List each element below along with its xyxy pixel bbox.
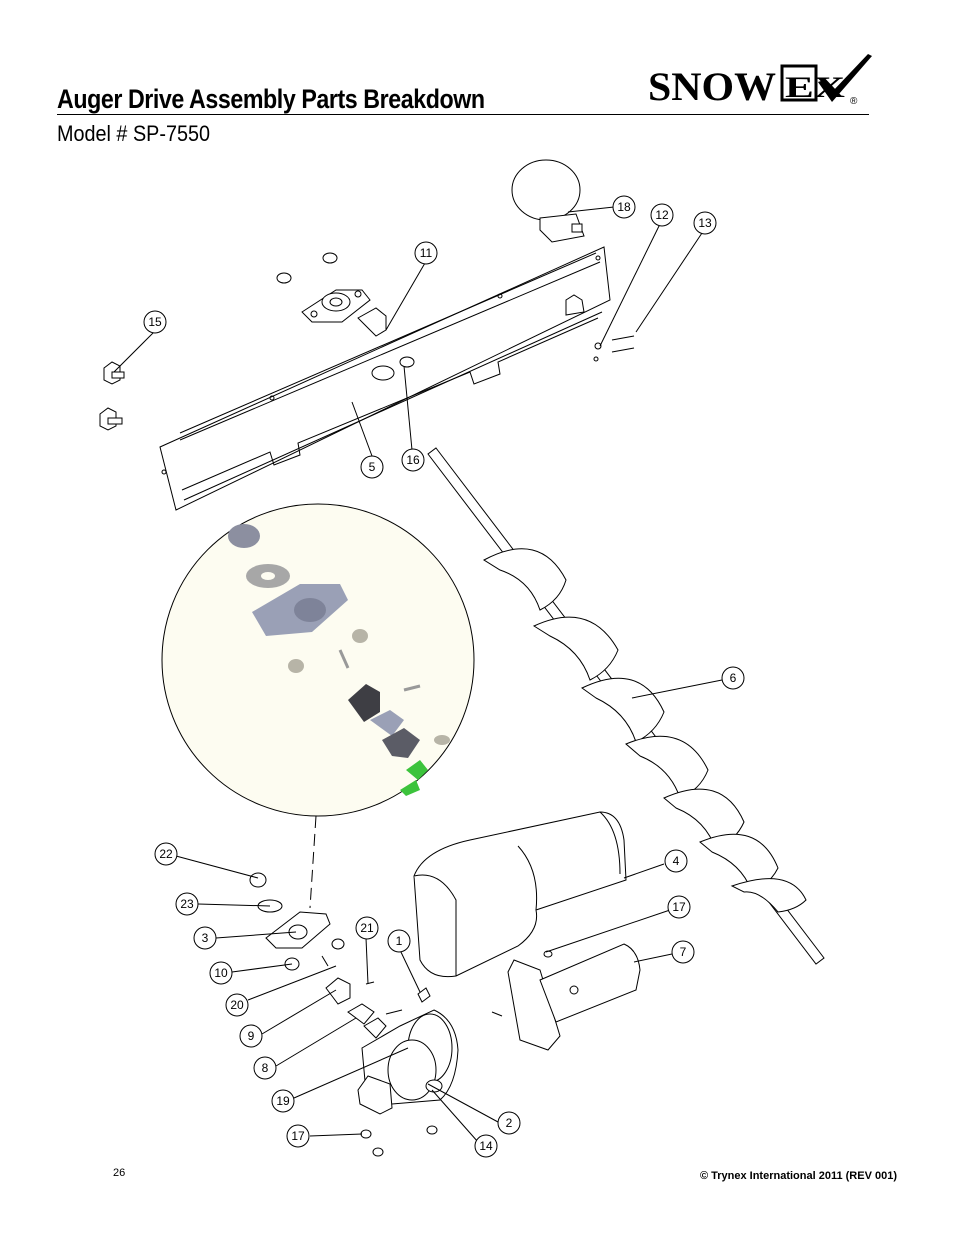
callout-15: 15 [143,310,167,334]
svg-text:6: 6 [730,671,737,685]
svg-text:15: 15 [148,315,162,329]
callout-8: 8 [253,1056,277,1080]
svg-text:13: 13 [698,216,712,230]
callout-1: 1 [387,929,411,953]
svg-text:12: 12 [655,208,669,222]
svg-text:19: 19 [276,1094,290,1108]
leader-lines [113,206,723,1143]
svg-text:20: 20 [230,998,244,1012]
svg-text:17: 17 [291,1129,305,1143]
model-subtitle: Model # SP-7550 [57,121,210,146]
svg-text:23: 23 [180,897,194,911]
svg-text:22: 22 [159,847,173,861]
motor-housing [413,811,627,978]
callout-6: 6 [721,666,745,690]
callout-17-lower: 17 [286,1124,310,1148]
svg-text:8: 8 [262,1061,269,1075]
callout-3: 3 [193,926,217,950]
svg-text:21: 21 [360,921,374,935]
page-title: Auger Drive Assembly Parts Breakdown [57,84,485,114]
detail-circle [161,503,475,817]
svg-text:14: 14 [479,1139,493,1153]
svg-text:17: 17 [672,900,686,914]
svg-text:5: 5 [369,460,376,474]
callout-2: 2 [497,1111,521,1135]
svg-text:1: 1 [396,934,403,948]
callout-4: 4 [664,849,688,873]
callout-23: 23 [175,892,199,916]
callout-12: 12 [650,203,674,227]
upper-bearing [276,252,387,337]
callout-18: 18 [612,195,636,219]
callout-7: 7 [671,940,695,964]
svg-text:16: 16 [406,453,420,467]
logo-text-ex: EX [785,71,845,104]
callout-11: 11 [414,241,438,265]
switch-cover [511,159,585,243]
svg-text:9: 9 [248,1029,255,1043]
frame-rail [159,246,611,511]
callout-21: 21 [355,916,379,940]
callout-19: 19 [271,1089,295,1113]
page-number: 26 [113,1167,126,1179]
lower-assembly [249,872,459,1157]
svg-text:3: 3 [202,931,209,945]
callout-13: 13 [693,211,717,235]
parts-diagram: 18 12 13 11 15 5 16 6 4 17 7 22 [99,159,825,1158]
callout-10: 10 [209,961,233,985]
logo-text-snow: SNOW [648,64,776,109]
callout-9: 9 [239,1024,263,1048]
svg-text:10: 10 [214,966,228,980]
callout-5: 5 [360,455,384,479]
callout-17-upper: 17 [667,895,691,919]
motor-can [491,943,641,1051]
svg-text:7: 7 [680,945,687,959]
callout-14: 14 [474,1134,498,1158]
bolts [99,335,635,431]
auger [427,447,825,965]
svg-text:4: 4 [673,854,680,868]
callout-22: 22 [154,842,178,866]
svg-text:2: 2 [506,1116,513,1130]
detail-leader [309,815,317,909]
callout-20: 20 [225,993,249,1017]
callout-16: 16 [401,448,425,472]
svg-text:18: 18 [617,200,631,214]
copyright-notice: © Trynex International 2011 (REV 001) [699,1170,897,1182]
title-rule [57,114,869,115]
snowex-logo: SNOW EX ® [648,54,872,109]
registered-mark: ® [850,96,858,107]
svg-text:11: 11 [420,246,433,260]
checkmark-icon [818,54,872,102]
